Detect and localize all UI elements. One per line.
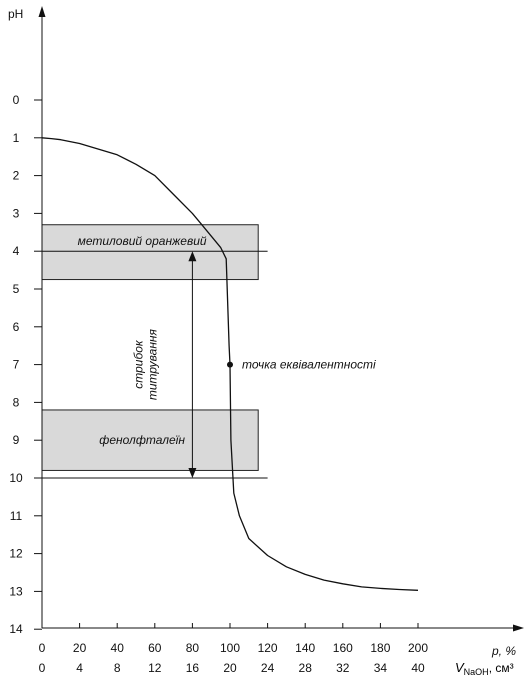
jump-label-line1: стрибок (131, 339, 145, 389)
x-axis-arrow (513, 624, 524, 632)
x-tick-label-v: 40 (411, 661, 425, 675)
titration-curve (41, 137, 419, 591)
y-tick-label: 0 (13, 93, 20, 107)
jump-label-line2: титрування (145, 328, 159, 400)
x-tick-label-v: 12 (148, 661, 162, 675)
equivalence-point-label: точка еквівалентності (242, 358, 376, 372)
x-tick-label-p: 0 (39, 641, 46, 655)
y-tick-label: 3 (13, 206, 20, 220)
y-tick-label: 14 (9, 622, 23, 636)
x-tick-label-v: 16 (186, 661, 200, 675)
x-tick-label-v: 28 (299, 661, 313, 675)
y-tick-label: 7 (13, 358, 20, 372)
jump-arrow-head-down (188, 468, 197, 478)
x-tick-label-v: 24 (261, 661, 275, 675)
indicator-label: фенолфталеїн (99, 433, 185, 447)
x-tick-label-v: 4 (76, 661, 83, 675)
x-axis-label-v-sub: NaOH (464, 667, 489, 677)
indicator-label: метиловий оранжевий (78, 234, 207, 248)
x-tick-label-p: 20 (73, 641, 87, 655)
x-tick-label-p: 40 (111, 641, 125, 655)
y-axis-label: pH (8, 7, 23, 21)
x-tick-label-p: 100 (220, 641, 240, 655)
y-tick-label: 9 (13, 433, 20, 447)
x-tick-label-p: 80 (186, 641, 200, 655)
x-tick-label-p: 120 (258, 641, 278, 655)
x-axis-label-p: p, % (491, 644, 516, 658)
y-tick-label: 8 (13, 395, 20, 409)
x-tick-label-v: 8 (114, 661, 121, 675)
x-axis-label-v: VNaOH, см³ (455, 660, 514, 677)
x-axis-label-v-unit: , см³ (489, 661, 514, 675)
x-tick-label-p: 180 (370, 641, 390, 655)
y-axis-arrow (38, 6, 46, 17)
x-tick-label-p: 200 (408, 641, 428, 655)
y-tick-label: 11 (10, 509, 23, 523)
x-tick-label-v: 20 (223, 661, 237, 675)
x-axis-label-v-symbol: V (455, 660, 465, 675)
y-tick-label: 6 (13, 320, 20, 334)
x-tick-label-p: 60 (148, 641, 162, 655)
indicator-band (41, 409, 259, 471)
x-tick-label-p: 140 (295, 641, 315, 655)
y-tick-label: 4 (13, 244, 20, 258)
y-tick-label: 1 (13, 131, 20, 145)
x-tick-label-v: 32 (336, 661, 350, 675)
x-tick-label-v: 34 (374, 661, 388, 675)
y-tick-label: 10 (9, 471, 23, 485)
y-tick-label: 12 (9, 547, 23, 561)
x-tick-label-p: 160 (333, 641, 353, 655)
x-tick-label-v: 0 (39, 661, 46, 675)
equivalence-point-marker (227, 361, 233, 368)
jump-arrow-head-up (188, 251, 197, 262)
y-tick-label: 5 (13, 282, 20, 296)
indicator-band (41, 224, 259, 281)
y-tick-label: 13 (9, 584, 23, 598)
y-tick-label: 2 (13, 169, 20, 183)
